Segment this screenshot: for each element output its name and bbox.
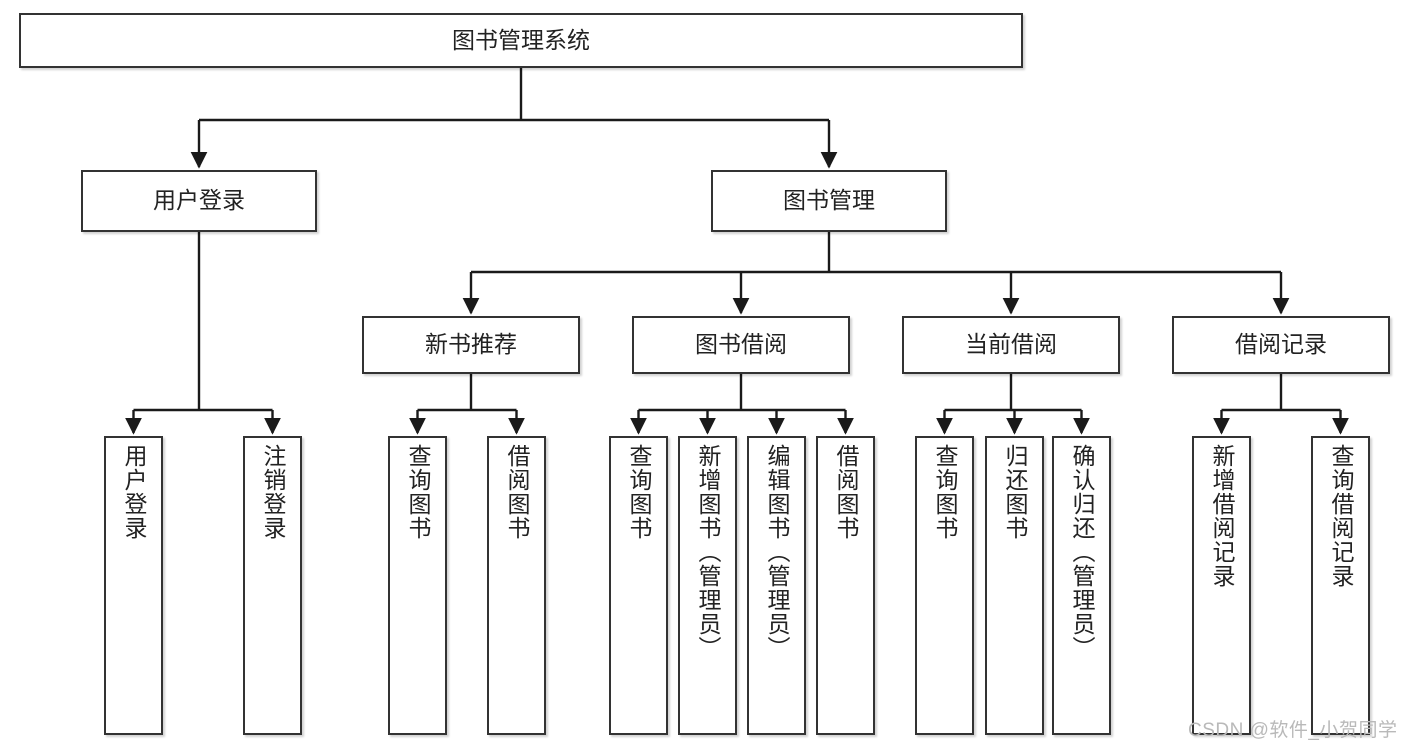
node-leaf-11[interactable]: 新增借阅记录 — [1192, 436, 1251, 735]
node-leaf-5[interactable]: 新增图书（管理员） — [678, 436, 737, 735]
node-leaf-3-label: 借阅图书 — [504, 444, 530, 540]
node-leaf-4[interactable]: 查询图书 — [609, 436, 668, 735]
node-leaf-2[interactable]: 查询图书 — [388, 436, 447, 735]
node-leaf-10-label: 确认归还（管理员） — [1069, 444, 1095, 660]
node-leaf-9[interactable]: 归还图书 — [985, 436, 1044, 735]
node-level3-2[interactable]: 当前借阅 — [902, 316, 1120, 374]
node-leaf-1-label: 注销登录 — [260, 444, 286, 540]
node-leaf-6-label: 编辑图书（管理员） — [764, 444, 790, 660]
node-level3-3[interactable]: 借阅记录 — [1172, 316, 1390, 374]
node-leaf-7-label: 借阅图书 — [833, 444, 859, 540]
node-level3-0-label: 新书推荐 — [425, 331, 517, 358]
node-leaf-9-label: 归还图书 — [1002, 444, 1028, 540]
node-leaf-8[interactable]: 查询图书 — [915, 436, 974, 735]
node-leaf-11-label: 新增借阅记录 — [1209, 444, 1235, 588]
node-level2-0-label: 用户登录 — [153, 187, 245, 214]
node-leaf-7[interactable]: 借阅图书 — [816, 436, 875, 735]
node-leaf-12-label: 查询借阅记录 — [1328, 444, 1354, 588]
node-level2-1-label: 图书管理 — [783, 187, 875, 214]
node-leaf-5-label: 新增图书（管理员） — [695, 444, 721, 660]
node-leaf-10[interactable]: 确认归还（管理员） — [1052, 436, 1111, 735]
node-leaf-1[interactable]: 注销登录 — [243, 436, 302, 735]
node-leaf-2-label: 查询图书 — [405, 444, 431, 540]
node-leaf-6[interactable]: 编辑图书（管理员） — [747, 436, 806, 735]
node-leaf-0[interactable]: 用户登录 — [104, 436, 163, 735]
node-leaf-4-label: 查询图书 — [626, 444, 652, 540]
node-root[interactable]: 图书管理系统 — [19, 13, 1023, 68]
node-leaf-0-label: 用户登录 — [121, 444, 147, 540]
node-root-label: 图书管理系统 — [452, 26, 590, 53]
node-level2-1[interactable]: 图书管理 — [711, 170, 947, 232]
node-leaf-8-label: 查询图书 — [932, 444, 958, 540]
node-level2-0[interactable]: 用户登录 — [81, 170, 317, 232]
node-leaf-12[interactable]: 查询借阅记录 — [1311, 436, 1370, 735]
node-level3-3-label: 借阅记录 — [1235, 331, 1327, 358]
node-level3-2-label: 当前借阅 — [965, 331, 1057, 358]
node-level3-1[interactable]: 图书借阅 — [632, 316, 850, 374]
csdn-watermark: CSDN @软件_小贺同学 — [1188, 720, 1398, 741]
node-leaf-3[interactable]: 借阅图书 — [487, 436, 546, 735]
node-level3-1-label: 图书借阅 — [695, 331, 787, 358]
node-level3-0[interactable]: 新书推荐 — [362, 316, 580, 374]
